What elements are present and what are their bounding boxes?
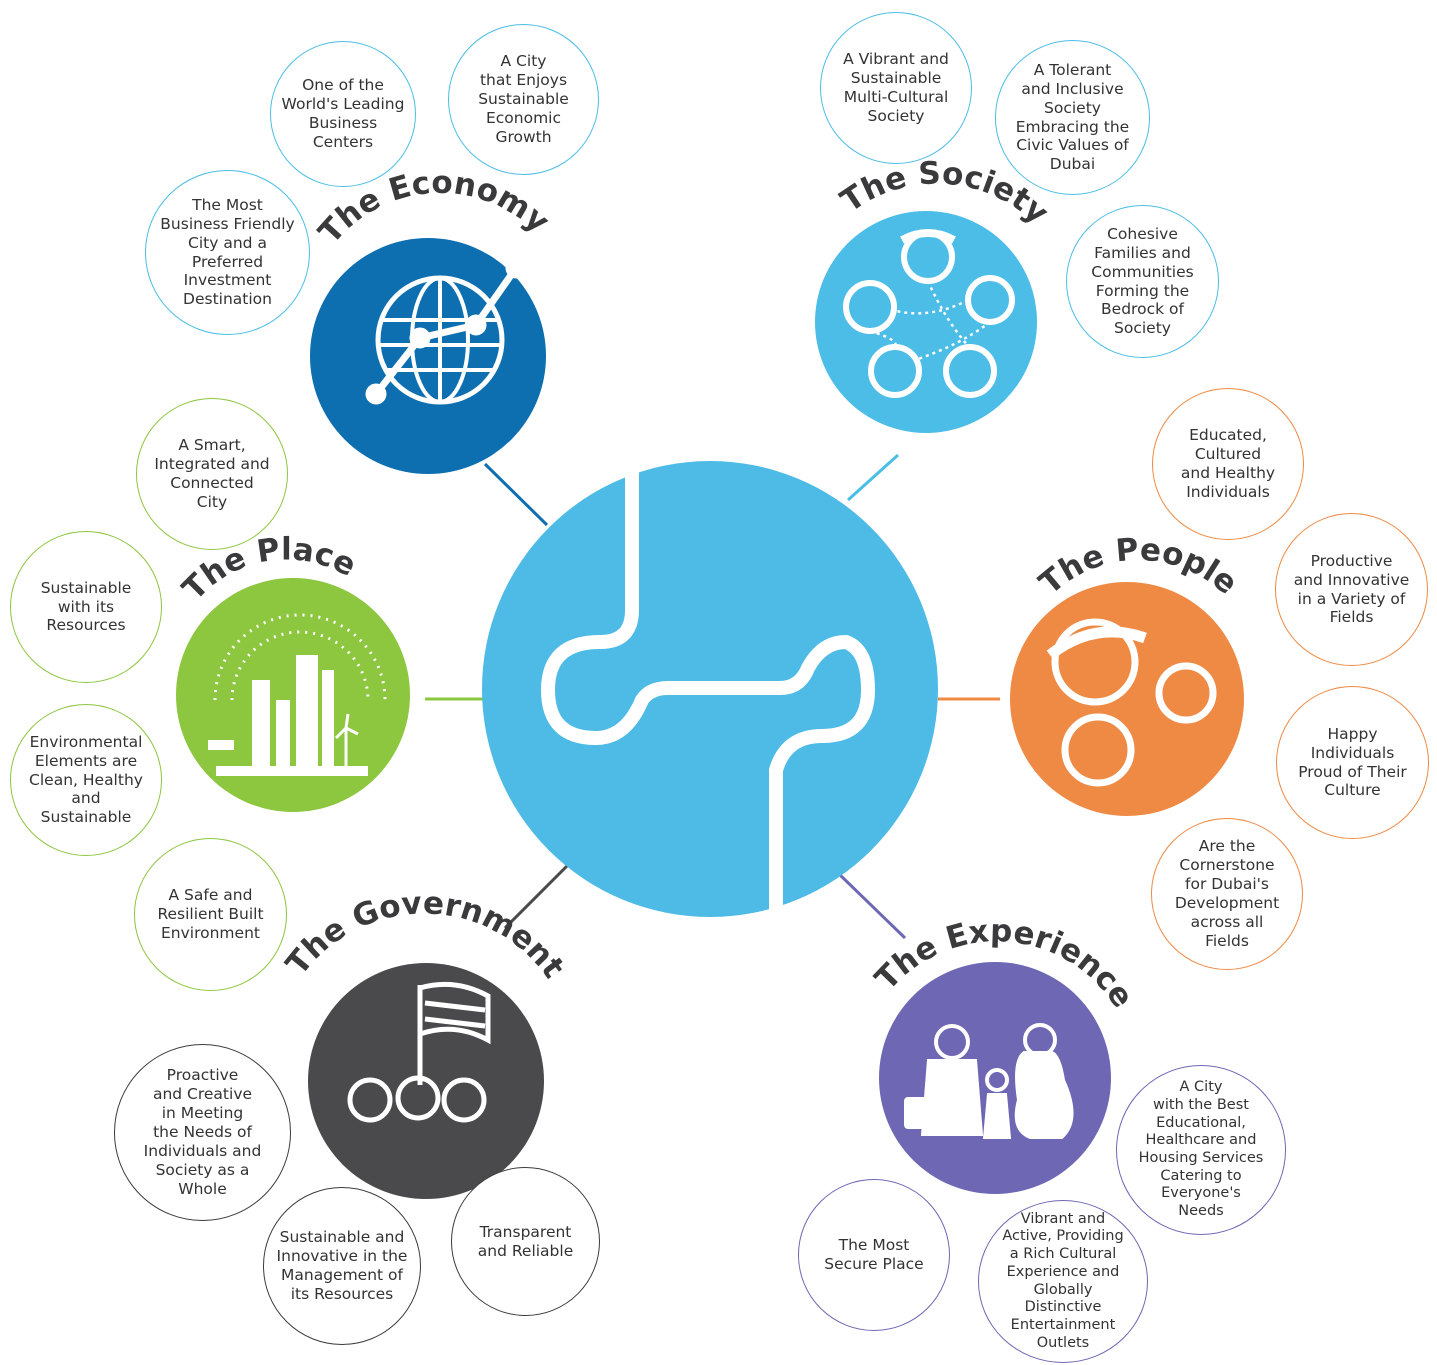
globe-growth-icon — [365, 257, 527, 405]
goal-bubble-place-3: Environmental Elements are Clean, Health… — [10, 704, 162, 856]
family-icon — [904, 1023, 1074, 1139]
goal-bubble-people-2: Productive and Innovative in a Variety o… — [1275, 513, 1428, 666]
people-circle — [1010, 582, 1244, 816]
people-faces-icon — [1046, 618, 1217, 787]
goal-bubble-place-4: A Safe and Resilient Built Environment — [134, 838, 287, 991]
goal-bubble-place-1: A Smart, Integrated and Connected City — [136, 398, 288, 550]
society-circle — [815, 211, 1037, 433]
place-circle — [176, 578, 410, 812]
economy-circle — [310, 238, 546, 474]
dubai-puzzle-logo-icon — [482, 458, 938, 919]
connector-society — [846, 453, 900, 502]
goal-bubble-people-1: Educated, Cultured and Healthy Individua… — [1152, 388, 1304, 540]
goal-bubble-experience-1: A City with the Best Educational, Health… — [1116, 1065, 1286, 1235]
sustainable-city-icon — [208, 613, 387, 776]
connector-government — [503, 859, 574, 930]
goal-bubble-experience-3: Vibrant and Active, Providing a Rich Cul… — [978, 1200, 1148, 1363]
goal-bubble-government-3: Transparent and Reliable — [451, 1167, 600, 1316]
government-circle — [308, 963, 544, 1199]
connector-economy — [483, 462, 549, 527]
goal-bubble-society-2: A Tolerant and Inclusive Society Embraci… — [995, 40, 1150, 195]
goal-bubble-society-3: Cohesive Families and Communities Formin… — [1066, 205, 1219, 358]
goal-bubble-experience-2: The Most Secure Place — [798, 1179, 950, 1331]
goal-bubble-people-3: Happy Individuals Proud of Their Culture — [1276, 686, 1429, 839]
goal-bubble-economy-1: One of the World's Leading Business Cent… — [270, 41, 416, 187]
goal-bubble-government-1: Proactive and Creative in Meeting the Ne… — [114, 1044, 291, 1221]
goal-bubble-economy-2: A City that Enjoys Sustainable Economic … — [448, 24, 599, 175]
goal-bubble-people-4: Are the Cornerstone for Dubai's Developm… — [1151, 818, 1303, 970]
connector-experience — [836, 871, 907, 940]
goal-bubble-economy-3: The Most Business Friendly City and a Pr… — [145, 170, 310, 335]
goal-bubble-government-2: Sustainable and Innovative in the Manage… — [263, 1187, 421, 1345]
experience-circle — [879, 962, 1111, 1194]
community-faces-icon — [843, 229, 1015, 398]
flag-people-icon — [347, 981, 491, 1123]
goal-bubble-society-1: A Vibrant and Sustainable Multi-Cultural… — [820, 12, 972, 164]
goal-bubble-place-2: Sustainable with its Resources — [10, 531, 162, 683]
